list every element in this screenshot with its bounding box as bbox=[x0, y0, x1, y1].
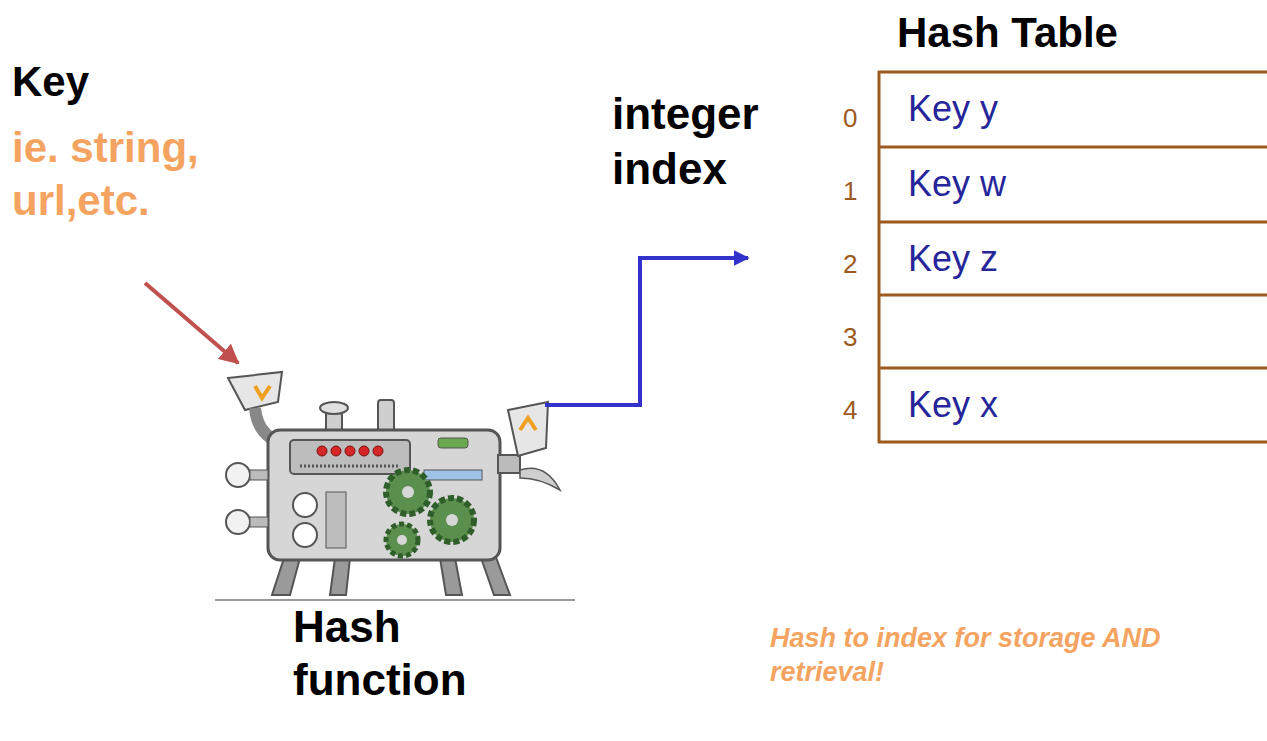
table-key: Key z bbox=[908, 237, 1248, 280]
index-number: 1 bbox=[843, 175, 873, 208]
table-title: Hash Table bbox=[897, 8, 1257, 58]
table-row: Key z bbox=[878, 223, 1267, 295]
hash-table: Key y Key w Key z Key x Hash Table bbox=[750, 8, 1267, 448]
input-arrow bbox=[145, 283, 238, 363]
table-key: Key y bbox=[908, 87, 1248, 130]
table-row: Key x bbox=[878, 369, 1267, 441]
index-number: 2 bbox=[843, 248, 873, 281]
table-grid bbox=[878, 71, 1267, 443]
index-number: 0 bbox=[843, 102, 873, 135]
note: Hash to index for storage AND retrieval! bbox=[770, 622, 1255, 690]
table-row: Key y bbox=[878, 73, 1267, 147]
hash-function-machine: Hash function bbox=[215, 375, 545, 715]
table-row: Key w bbox=[878, 148, 1267, 222]
input-title: Key bbox=[12, 56, 212, 109]
hash-machine-illustration bbox=[215, 372, 575, 600]
table-key: Key w bbox=[908, 162, 1248, 205]
index-number: 3 bbox=[843, 321, 873, 354]
hash-output-arrow bbox=[545, 258, 748, 405]
index-number: 4 bbox=[843, 394, 873, 427]
edge-label: integer index bbox=[612, 86, 787, 196]
table-key: Key x bbox=[908, 383, 1248, 426]
input-examples: ie. string, url,etc. bbox=[12, 122, 224, 227]
machine-label: Hash function bbox=[293, 601, 493, 707]
